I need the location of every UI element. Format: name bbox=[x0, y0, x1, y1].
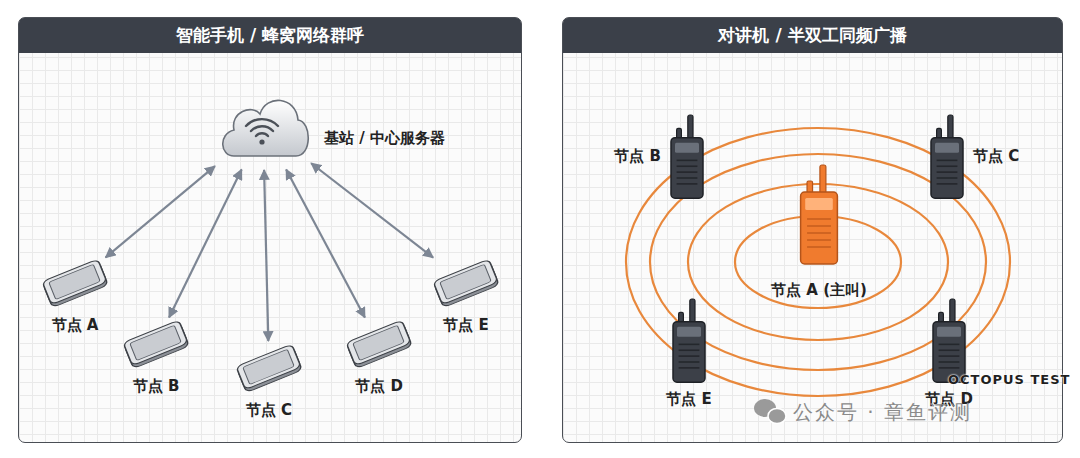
panel-heading: 智能手机 / 蜂窝网络群呼 bbox=[19, 18, 521, 53]
radio-icon bbox=[931, 115, 963, 198]
phone-node: 节点 E bbox=[433, 260, 499, 306]
node-label: 节点 C bbox=[973, 147, 1019, 165]
radio-icon bbox=[796, 165, 842, 265]
radio-icon bbox=[673, 299, 705, 382]
phone-icon bbox=[346, 321, 412, 367]
phone-icon bbox=[236, 344, 302, 392]
phone-icon bbox=[236, 345, 302, 391]
cloud-node: 基站 / 中心服务器 bbox=[218, 86, 308, 166]
node-label: 节点 A bbox=[52, 316, 99, 334]
node-label: 节点 E bbox=[666, 390, 711, 408]
radio-icon bbox=[669, 299, 709, 383]
radio-icon bbox=[929, 299, 969, 383]
cloud-icon bbox=[218, 86, 308, 166]
radio-icon bbox=[933, 299, 965, 382]
radio-icon bbox=[671, 115, 703, 198]
panel-frame: 智能手机 / 蜂窝网络群呼基站 / 中心服务器节点 A 节点 B 节点 C 节点 D 节… bbox=[18, 17, 522, 443]
phone-icon bbox=[433, 259, 499, 307]
node-label: 节点 E bbox=[443, 316, 488, 334]
phone-node: 节点 D bbox=[346, 321, 412, 367]
phone-icon bbox=[346, 320, 412, 368]
radio-node: 节点 C bbox=[927, 115, 967, 199]
radio-node: 节点 A (主叫) bbox=[796, 165, 842, 265]
node-label: 节点 C bbox=[246, 401, 292, 419]
phone-icon bbox=[42, 260, 108, 306]
node-label: 节点 A (主叫) bbox=[771, 281, 867, 299]
watermark: 公众号 · 章鱼评测 bbox=[793, 399, 972, 426]
node-label: 节点 B bbox=[133, 377, 180, 395]
phone-node: 节点 B bbox=[123, 321, 189, 367]
radio-icon bbox=[667, 115, 707, 199]
phone-icon bbox=[42, 259, 108, 307]
radio-icon bbox=[927, 115, 967, 199]
node-label: 节点 D bbox=[355, 377, 403, 395]
radio-node: 节点 B bbox=[667, 115, 707, 199]
wifi-dot bbox=[259, 139, 264, 144]
node-label: 节点 B bbox=[614, 147, 661, 165]
phone-node: 节点 A bbox=[42, 260, 108, 306]
node-label: 基站 / 中心服务器 bbox=[324, 129, 445, 147]
wifi-symbol bbox=[246, 119, 278, 136]
panel-heading: 对讲机 / 半双工同频广播 bbox=[563, 18, 1062, 53]
watermark: OCTOPUS TEST bbox=[948, 372, 1070, 387]
radio-node: 节点 D bbox=[929, 299, 969, 383]
phone-node: 节点 C bbox=[236, 345, 302, 391]
radio-node: 节点 E bbox=[669, 299, 709, 383]
phone-icon bbox=[123, 320, 189, 368]
phone-icon bbox=[433, 260, 499, 306]
radio-icon bbox=[801, 165, 838, 264]
phone-icon bbox=[123, 321, 189, 367]
cloud-shape bbox=[223, 100, 309, 156]
